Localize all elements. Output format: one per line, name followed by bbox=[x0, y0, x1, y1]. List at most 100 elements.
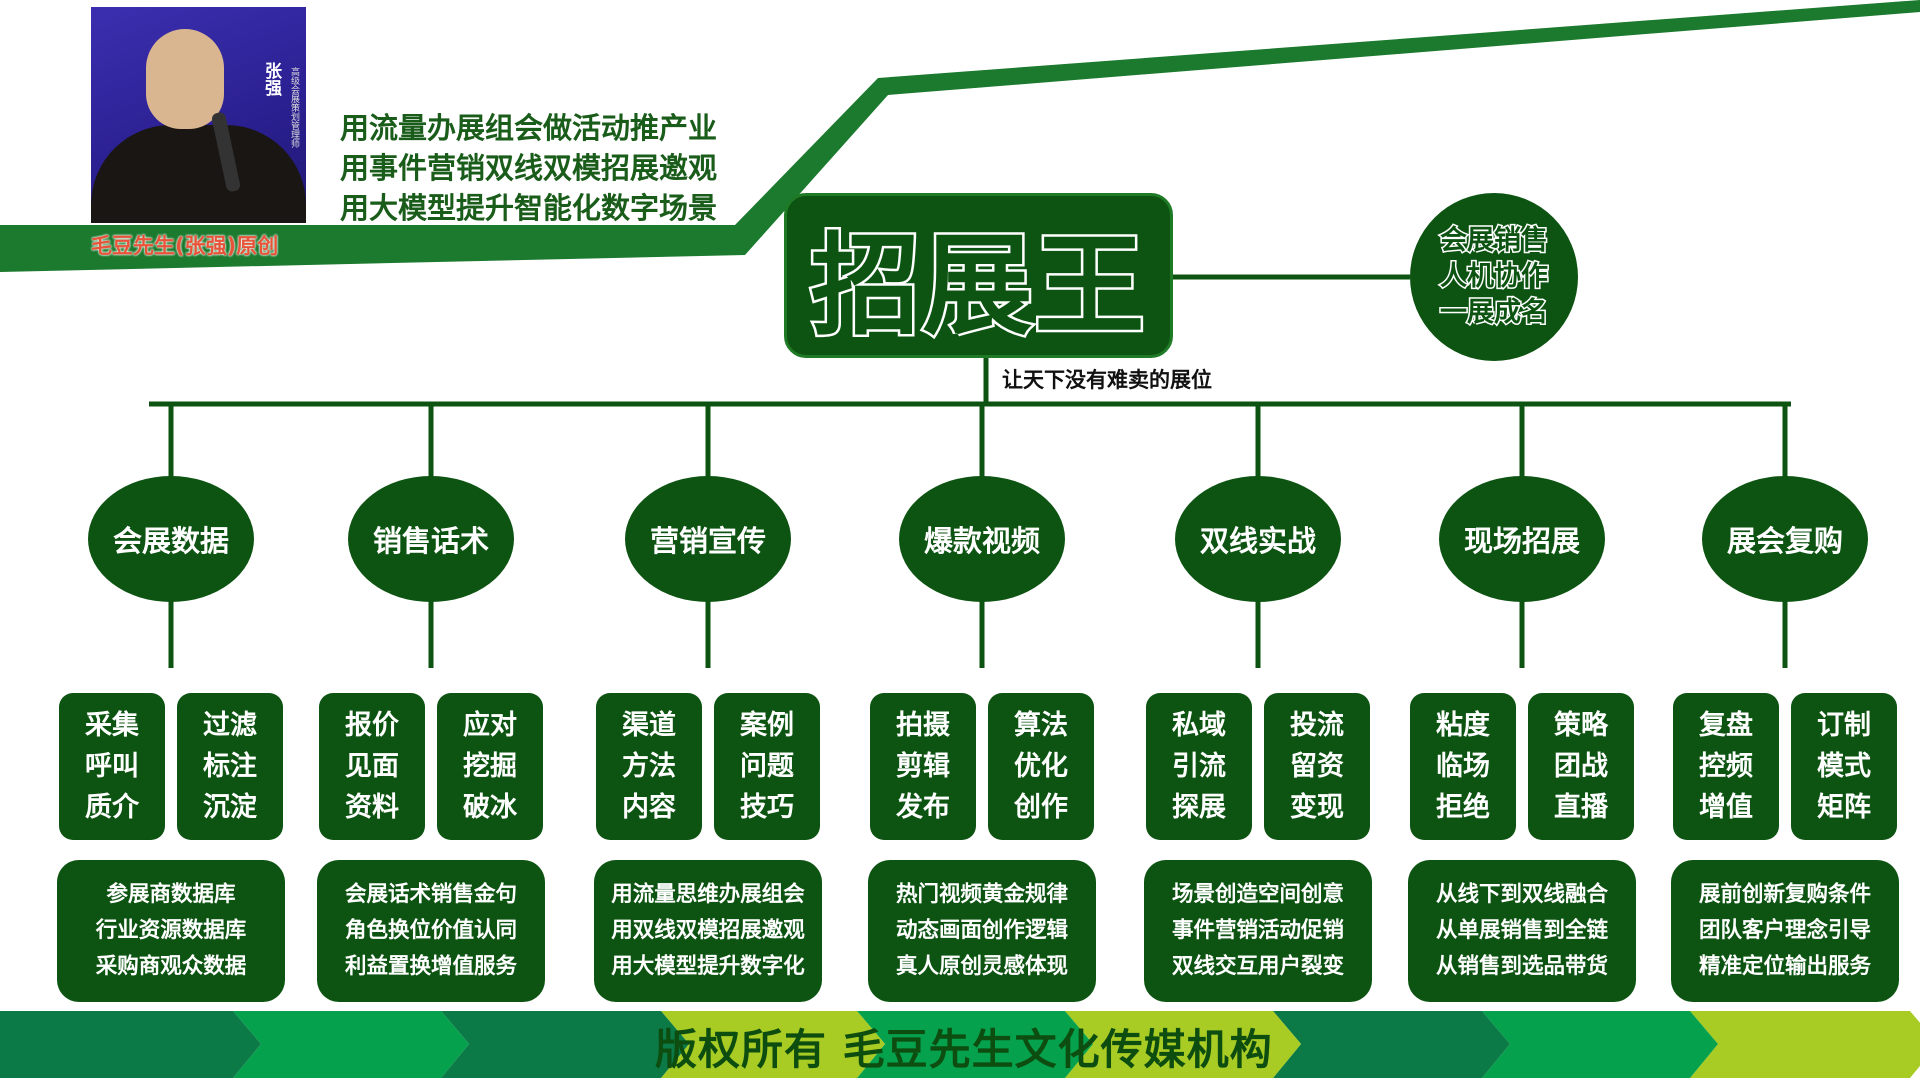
topic-item: 沉淀 bbox=[203, 792, 257, 823]
description-box: 展前创新复购条件团队客户理念引导精准定位输出服务 bbox=[1671, 860, 1899, 1002]
branch-node: 会展数据 bbox=[88, 476, 254, 602]
description-line: 采购商观众数据 bbox=[95, 954, 247, 979]
description-line: 真人原创灵感体现 bbox=[895, 954, 1068, 979]
author-caption: 毛豆先生(张强)原创 bbox=[91, 234, 279, 258]
topic-item: 变现 bbox=[1290, 792, 1344, 823]
slogan-line: 用事件营销双线双模招展邀观 bbox=[340, 151, 718, 185]
description-line: 用双线双模招展邀观 bbox=[611, 918, 805, 943]
branch-node: 双线实战 bbox=[1175, 476, 1341, 602]
topic-item: 破冰 bbox=[463, 792, 517, 823]
topic-item: 策略 bbox=[1554, 710, 1608, 741]
side-circle-line: 一展成名 bbox=[1439, 296, 1550, 330]
topic-item: 引流 bbox=[1172, 751, 1226, 782]
topic-item: 过滤 bbox=[203, 710, 257, 741]
topic-box-left: 粘度临场拒绝 bbox=[1410, 693, 1516, 840]
footer-chevron bbox=[1482, 1011, 1718, 1078]
topic-item: 粘度 bbox=[1436, 710, 1490, 741]
description-box: 场景创造空间创意事件营销活动促销双线交互用户裂变 bbox=[1144, 860, 1372, 1002]
topic-box-right: 订制模式矩阵 bbox=[1791, 693, 1897, 840]
topic-box-left: 复盘控频增值 bbox=[1673, 693, 1779, 840]
topic-item: 问题 bbox=[740, 751, 794, 782]
description-line: 团队客户理念引导 bbox=[1698, 918, 1871, 943]
topic-item: 私域 bbox=[1172, 710, 1226, 741]
description-box: 用流量思维办展组会用双线双模招展邀观用大模型提升数字化 bbox=[594, 860, 822, 1002]
description-line: 用大模型提升数字化 bbox=[611, 954, 805, 979]
description-line: 精准定位输出服务 bbox=[1698, 954, 1871, 979]
topic-item: 算法 bbox=[1014, 710, 1068, 741]
description-line: 会展话术销售金句 bbox=[344, 882, 517, 907]
topic-item: 订制 bbox=[1817, 710, 1871, 741]
topic-box-left: 采集呼叫质介 bbox=[59, 693, 165, 840]
branch-node: 爆款视频 bbox=[899, 476, 1065, 602]
footer-chevron bbox=[1065, 1011, 1301, 1078]
topic-item: 投流 bbox=[1290, 710, 1344, 741]
diagonal-green-band bbox=[0, 0, 1920, 272]
branch-label: 销售话术 bbox=[372, 524, 489, 558]
topic-item: 资料 bbox=[345, 792, 399, 823]
topic-item: 内容 bbox=[622, 792, 676, 823]
description-box: 热门视频黄金规律动态画面创作逻辑真人原创灵感体现 bbox=[868, 860, 1096, 1002]
topic-box-left: 报价见面资料 bbox=[319, 693, 425, 840]
branch-label: 营销宣传 bbox=[649, 524, 766, 558]
footer-chevron bbox=[441, 1011, 689, 1078]
topic-item: 控频 bbox=[1699, 751, 1753, 782]
description-box: 从线下到双线融合从单展销售到全链从销售到选品带货 bbox=[1408, 860, 1636, 1002]
topic-box-right: 案例问题技巧 bbox=[714, 693, 820, 840]
topic-item: 渠道 bbox=[622, 710, 676, 741]
description-line: 事件营销活动促销 bbox=[1171, 918, 1344, 943]
topic-item: 应对 bbox=[463, 710, 517, 741]
description-box: 参展商数据库行业资源数据库采购商观众数据 bbox=[57, 860, 285, 1002]
topic-item: 增值 bbox=[1699, 792, 1753, 823]
topic-item: 创作 bbox=[1014, 792, 1068, 823]
side-circle: 会展销售 人机协作 一展成名 bbox=[1410, 193, 1578, 361]
topic-box-right: 过滤标注沉淀 bbox=[177, 693, 283, 840]
topic-item: 采集 bbox=[85, 710, 139, 741]
slogans: 用流量办展组会做活动推产业 用事件营销双线双模招展邀观 用大模型提升智能化数字场… bbox=[340, 108, 717, 228]
topic-item: 方法 bbox=[622, 751, 676, 782]
description-line: 从线下到双线融合 bbox=[1435, 882, 1608, 907]
slogan-line: 用流量办展组会做活动推产业 bbox=[340, 111, 718, 145]
branch-label: 现场招展 bbox=[1463, 524, 1580, 558]
branch-node: 销售话术 bbox=[348, 476, 514, 602]
topic-item: 拒绝 bbox=[1436, 792, 1490, 823]
description-line: 利益置换增值服务 bbox=[344, 954, 517, 979]
description-line: 从销售到选品带货 bbox=[1435, 954, 1608, 979]
copyright-text: 版权所有 毛豆先生文化传媒机构 bbox=[655, 1025, 1273, 1074]
footer-chevron bbox=[0, 1011, 261, 1078]
topic-item: 报价 bbox=[345, 710, 399, 741]
main-title-box: 招展王 bbox=[784, 193, 1173, 358]
branch-label: 展会复购 bbox=[1726, 524, 1843, 558]
topic-item: 案例 bbox=[740, 710, 794, 741]
branch-label: 会展数据 bbox=[112, 524, 229, 558]
topic-box-right: 算法优化创作 bbox=[988, 693, 1094, 840]
side-circle-line: 人机协作 bbox=[1439, 260, 1550, 294]
photo-title: 高级会展策划管理师 bbox=[289, 67, 299, 148]
topic-item: 标注 bbox=[203, 751, 257, 782]
description-line: 展前创新复购条件 bbox=[1698, 882, 1871, 907]
footer-chevron bbox=[1273, 1011, 1510, 1078]
branch-node: 现场招展 bbox=[1439, 476, 1605, 602]
branch-label: 爆款视频 bbox=[923, 524, 1040, 558]
description-line: 双线交互用户裂变 bbox=[1171, 954, 1344, 979]
topic-item: 模式 bbox=[1817, 751, 1871, 782]
footer-chevron bbox=[1690, 1011, 1920, 1078]
description-line: 从单展销售到全链 bbox=[1435, 918, 1608, 943]
branch-node: 展会复购 bbox=[1702, 476, 1868, 602]
footer-chevron bbox=[233, 1011, 469, 1078]
topic-item: 呼叫 bbox=[85, 751, 139, 782]
topic-item: 剪辑 bbox=[896, 751, 950, 782]
topic-item: 挖掘 bbox=[463, 751, 517, 782]
topic-item: 直播 bbox=[1554, 792, 1608, 823]
description-line: 动态画面创作逻辑 bbox=[895, 918, 1068, 943]
topic-item: 优化 bbox=[1014, 751, 1068, 782]
description-box: 会展话术销售金句角色换位价值认同利益置换增值服务 bbox=[317, 860, 545, 1002]
side-circle-line: 会展销售 bbox=[1439, 224, 1550, 258]
main-title: 招展王 bbox=[808, 219, 1147, 352]
description-line: 热门视频黄金规律 bbox=[895, 882, 1068, 907]
topic-item: 临场 bbox=[1436, 751, 1490, 782]
footer-chevron bbox=[857, 1011, 1093, 1078]
topic-item: 发布 bbox=[896, 792, 950, 823]
topic-item: 见面 bbox=[345, 751, 399, 782]
description-line: 场景创造空间创意 bbox=[1171, 882, 1344, 907]
topic-box-left: 私域引流探展 bbox=[1146, 693, 1252, 840]
